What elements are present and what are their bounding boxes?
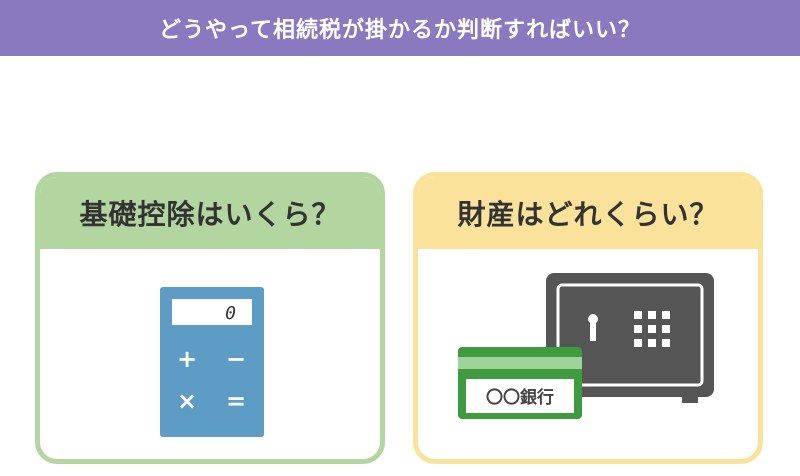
calculator-illustration: 0 + − × = <box>40 249 380 459</box>
assets-title: 財産はどれくらい？ <box>457 198 719 231</box>
plus-key: + <box>177 345 197 373</box>
assets-card-header: 財産はどれくらい？ <box>418 177 758 249</box>
times-key: × <box>177 387 197 415</box>
basic-deduction-card-header: 基礎控除はいくら？ <box>40 177 380 249</box>
basic-deduction-title: 基礎控除はいくら？ <box>79 198 341 231</box>
calculator-display: 0 <box>225 303 236 324</box>
safe-illustration: 〇〇銀行 <box>418 249 758 459</box>
header-title: どうやって相続税が掛かるか判断すればいい？ <box>159 18 641 43</box>
calculator-icon: 0 + − × = <box>160 287 264 437</box>
bank-name: 〇〇銀行 <box>486 387 554 408</box>
safe-icon: 〇〇銀行 <box>458 273 714 419</box>
assets-card: 財産はどれくらい？ 〇〇銀行 <box>413 172 763 464</box>
basic-deduction-card: 基礎控除はいくら？ 0 + − × = <box>35 172 385 464</box>
header-banner: どうやって相続税が掛かるか判断すればいい？ <box>0 0 800 56</box>
equals-key: = <box>226 387 246 415</box>
bank-card-icon: 〇〇銀行 <box>458 347 582 419</box>
minus-key: − <box>226 345 246 373</box>
